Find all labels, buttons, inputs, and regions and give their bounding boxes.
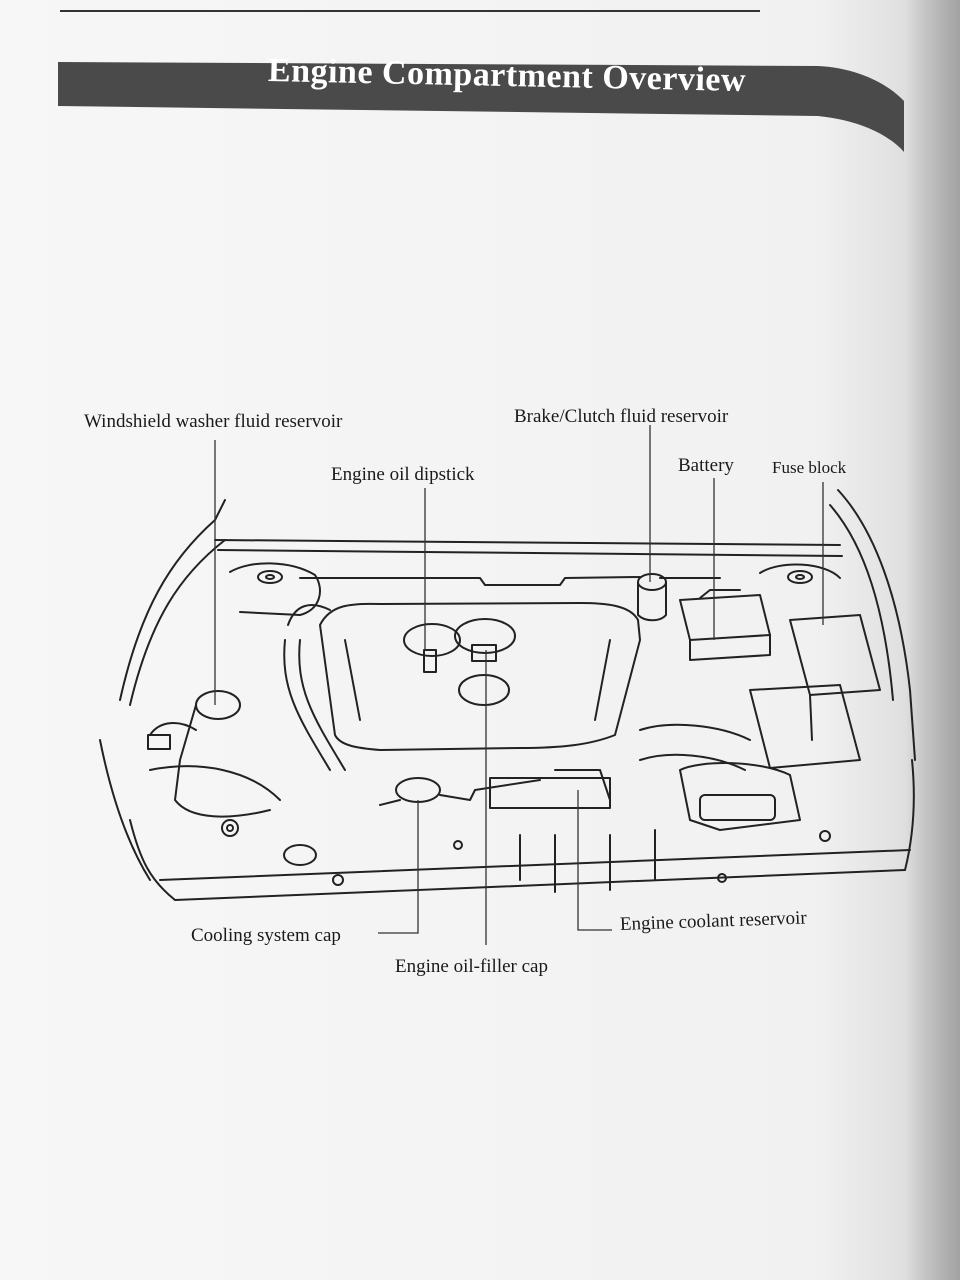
leader-coolant [577, 790, 612, 931]
label-fuse-block: Fuse block [772, 458, 847, 477]
front-crossmember [159, 849, 911, 881]
battery-outline [679, 594, 771, 641]
fuse-block-outline [789, 614, 881, 696]
cowl-line [214, 539, 841, 546]
label-cooling-system-cap: Cooling system cap [191, 925, 341, 946]
leader-cooling [378, 800, 419, 934]
label-oil-dipstick: Engine oil dipstick [331, 464, 475, 485]
label-battery: Battery [678, 455, 734, 476]
label-brake-clutch-reservoir: Brake/Clutch fluid reservoir [514, 406, 729, 427]
top-rule [60, 10, 760, 12]
engine-cover [319, 602, 641, 751]
hood-opening-outline [119, 499, 226, 701]
book-spine-shadow [905, 0, 960, 1280]
title-bar [58, 62, 904, 152]
label-engine-oil-filler-cap: Engine oil-filler cap [395, 956, 548, 977]
label-washer-reservoir: Windshield washer fluid reservoir [84, 411, 343, 432]
